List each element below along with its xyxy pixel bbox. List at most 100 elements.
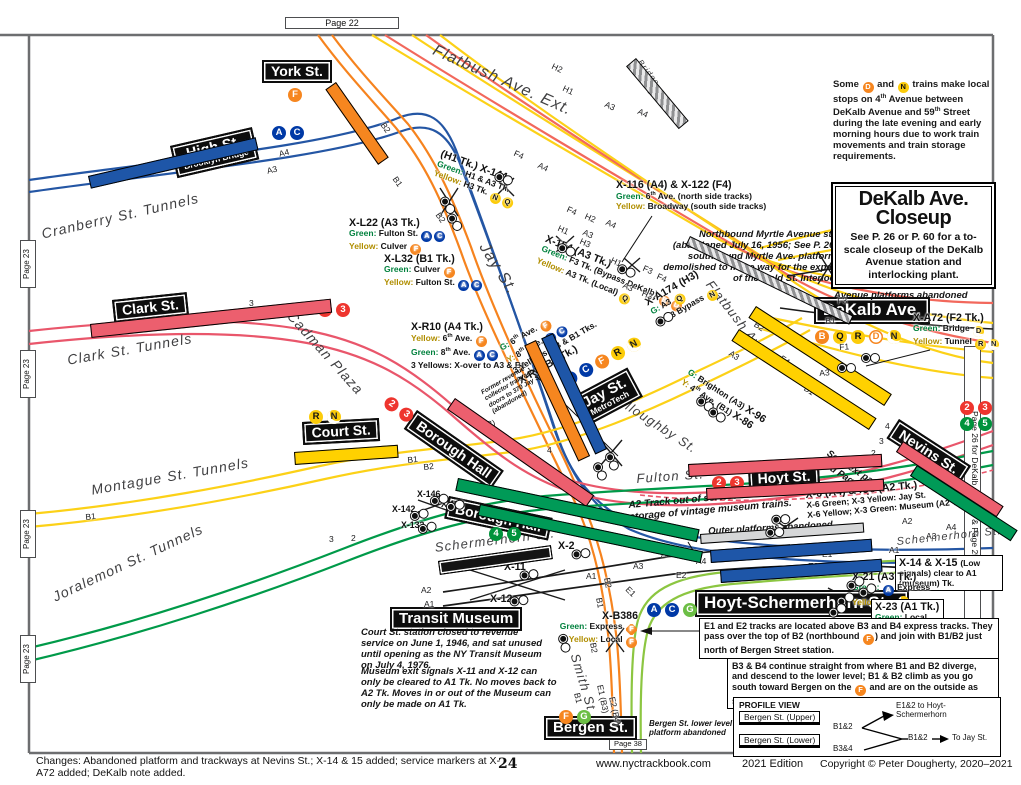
signal-icon — [446, 213, 463, 232]
F-bullet-icon: F — [443, 267, 455, 279]
F-bullet-icon: F — [626, 624, 637, 636]
D-bullet-icon: D — [973, 326, 985, 338]
footer-copyright: Copyright © Peter Dougherty, 2020–2021 — [820, 758, 1013, 770]
profile-b34-label: B3&4 — [833, 744, 853, 753]
Q-bullet-icon: Q — [500, 195, 515, 210]
N-bullet-icon: N — [624, 335, 644, 355]
footer-website: www.nyctrackbook.com — [596, 758, 711, 770]
track-label: B1 — [572, 691, 585, 705]
profile-b12b-label: B1&2 — [908, 733, 928, 742]
4-bullet-icon: 4 — [960, 417, 974, 431]
track-label: H2 — [583, 211, 598, 225]
profile-bergen-upper: Bergen St. (Upper) — [739, 711, 821, 725]
station-york-st: York St. — [262, 60, 332, 84]
note-e1-e2-box: E1 and E2 tracks are located above B3 an… — [699, 618, 999, 659]
track-label: H1 — [556, 223, 571, 237]
track-label: H1 — [561, 83, 576, 97]
street-flatbush-ext: Flatbush Ave. Ext. — [430, 42, 575, 119]
street-clark-tunnels: Clark St. Tunnels — [66, 329, 194, 368]
Q-bullet-icon: Q — [833, 330, 847, 344]
C-bullet-icon: C — [471, 279, 483, 291]
signal-icon — [510, 595, 528, 606]
track-label: B1 — [84, 510, 97, 522]
A-bullet-icon: A — [421, 231, 433, 243]
R-bullet-icon: R — [309, 410, 323, 424]
D-bullet-icon: D — [862, 81, 874, 93]
G-bullet-icon: G — [577, 710, 591, 724]
track-label: A1 — [889, 545, 900, 555]
track-label: A4 — [536, 160, 550, 174]
track-label: F4 — [565, 204, 579, 218]
track-label: H2 — [550, 61, 565, 75]
signal-label-x142: X-142 — [392, 504, 416, 514]
N-bullet-icon: N — [988, 338, 1000, 350]
track-label: F1 — [838, 341, 850, 352]
profile-bergen-lower: Bergen St. (Lower) — [739, 734, 821, 748]
note-myrtle-station: Northbound Myrtle Avenue station. (aband… — [663, 229, 857, 284]
profile-e12-destination: E1&2 to Hoyt-Schermerhorn — [896, 701, 947, 719]
N-bullet-icon: N — [487, 191, 503, 206]
signal-label-x146: X-146 — [417, 489, 441, 499]
track-label: A3 — [265, 163, 279, 176]
C-bullet-icon: C — [290, 126, 304, 140]
track-label: A2 — [421, 585, 432, 595]
dekalb-closeup-box: DeKalb Ave. Closeup See P. 26 or P. 60 f… — [831, 182, 996, 290]
3-bullet-icon: 3 — [978, 401, 992, 415]
N-bullet-icon: N — [327, 410, 341, 424]
track-label: A4 — [636, 106, 650, 120]
A-bullet-icon: A — [882, 585, 894, 597]
signal-icon — [766, 527, 784, 537]
track-label: 3 — [879, 436, 884, 446]
4-bullet-icon: 4 — [489, 527, 503, 541]
profile-jay-destination: To Jay St. — [952, 733, 988, 742]
G-bullet-icon: G — [683, 603, 697, 617]
track-label: 2 — [871, 448, 876, 458]
track-label: A3 — [633, 561, 644, 571]
F-bullet-icon: F — [559, 710, 573, 724]
signal-label-x116-x122: X-116 (A4) & X-122 (F4)Green: 6th Ave. (… — [616, 179, 767, 211]
R-bullet-icon: R — [608, 343, 628, 363]
track-label: B1 — [390, 174, 405, 189]
note-court-st-closed: Court St. station closed to revenue serv… — [361, 627, 543, 671]
signal-label-x2: X-2 — [558, 540, 575, 552]
track-label: F4 — [512, 148, 526, 162]
profile-view-box: PROFILE VIEW Bergen St. (Upper) Bergen S… — [733, 697, 1001, 757]
bridge-subway-platform — [626, 58, 689, 130]
track-label: B2 — [422, 460, 435, 472]
page-tab-23-a: Page 23 — [20, 240, 36, 288]
street-cadman-plaza: Cadman Plaza — [284, 308, 368, 398]
F-bullet-icon: F — [592, 352, 612, 371]
profile-title: PROFILE VIEW — [739, 700, 800, 710]
court-st-platform — [294, 444, 399, 465]
note-bergen-lower: Bergen St. lower level platform abandone… — [649, 719, 733, 738]
profile-arrows — [861, 711, 949, 751]
signal-icon — [520, 569, 538, 580]
track-label: A4 — [277, 146, 291, 159]
track-label: 3 — [249, 298, 254, 308]
hoyt-schermerhorn-a-platform — [710, 538, 873, 563]
station-bergen-st: Bergen St. — [544, 716, 638, 741]
signal-icon — [772, 514, 790, 524]
street-joralemon-tunnels: Joralemon St. Tunnels — [50, 520, 206, 605]
B-bullet-icon: B — [815, 330, 829, 344]
track-label: A2 — [902, 516, 913, 526]
N-bullet-icon: N — [897, 81, 909, 93]
N-bullet-icon: N — [887, 330, 901, 344]
page-tab-22: Page 22 — [285, 17, 399, 30]
station-transit-museum: Transit Museum — [390, 607, 523, 632]
dekalb-closeup-title: DeKalb Ave. Closeup — [858, 188, 969, 229]
signal-label-x12: X-12 — [490, 593, 513, 605]
F-bullet-icon: F — [626, 636, 637, 648]
A-bullet-icon: A — [647, 603, 661, 617]
footer-changes-note: Changes: Abandoned platform and trackway… — [36, 755, 500, 779]
C-bullet-icon: C — [434, 231, 446, 243]
york-st-platform — [325, 82, 389, 165]
5-bullet-icon: 5 — [978, 417, 992, 431]
signal-icon — [592, 462, 608, 481]
